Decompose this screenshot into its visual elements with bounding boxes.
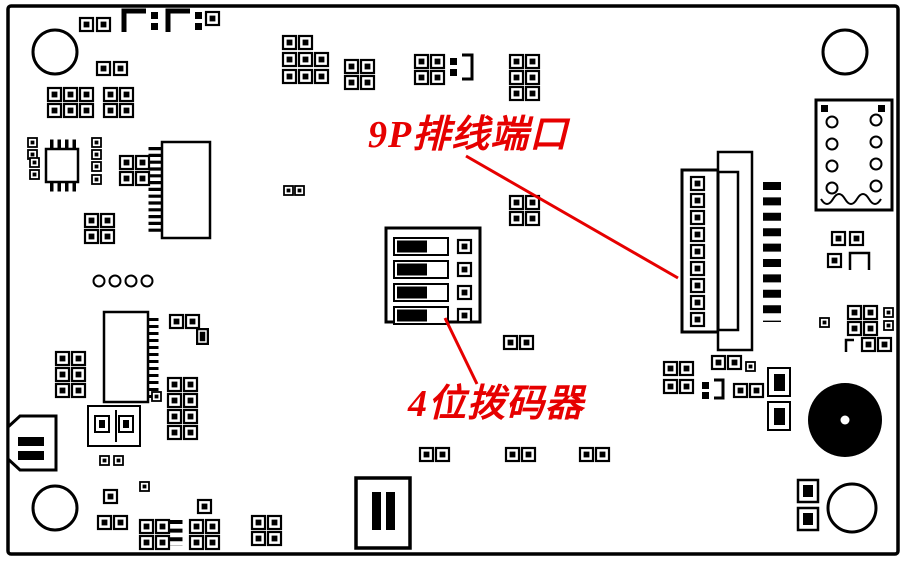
pad-cluster-left-middle (54, 313, 209, 441)
pad-cluster-top-middle (281, 34, 541, 227)
mounting-hole-top-left (31, 28, 79, 76)
connector-bottom-middle (354, 476, 412, 550)
via-row (92, 274, 154, 288)
relay-top-right (814, 98, 894, 212)
dip-switch-4pos (384, 226, 482, 325)
ic-main-left (148, 140, 212, 240)
ic-small-top-left (29, 139, 80, 192)
mounting-hole-bottom-right (826, 482, 878, 534)
annotation-layer: 9P排线端口 4位拨码器 (368, 114, 679, 425)
pad-cluster-right (819, 230, 894, 353)
pad-cluster-mid-right (662, 354, 765, 400)
ribbon-port-label: 9P排线端口 (368, 114, 571, 156)
usb-connector (6, 414, 58, 472)
leader-line-dip-switch (443, 317, 479, 385)
mounting-hole-bottom-left (31, 484, 79, 532)
ic-left-lower (102, 310, 159, 404)
dip-switch-label: 4位拨码器 (407, 383, 587, 425)
mounting-hole-top-right (821, 28, 869, 76)
ribbon-connector-9p (680, 150, 781, 352)
pad-cluster-top-left (27, 8, 221, 245)
pad-cluster-bottom-right (796, 478, 820, 532)
crystal-footprint (87, 405, 141, 447)
buzzer (808, 383, 882, 457)
capacitor-pads-right (767, 367, 791, 431)
leader-line-ribbon-port (465, 154, 679, 280)
